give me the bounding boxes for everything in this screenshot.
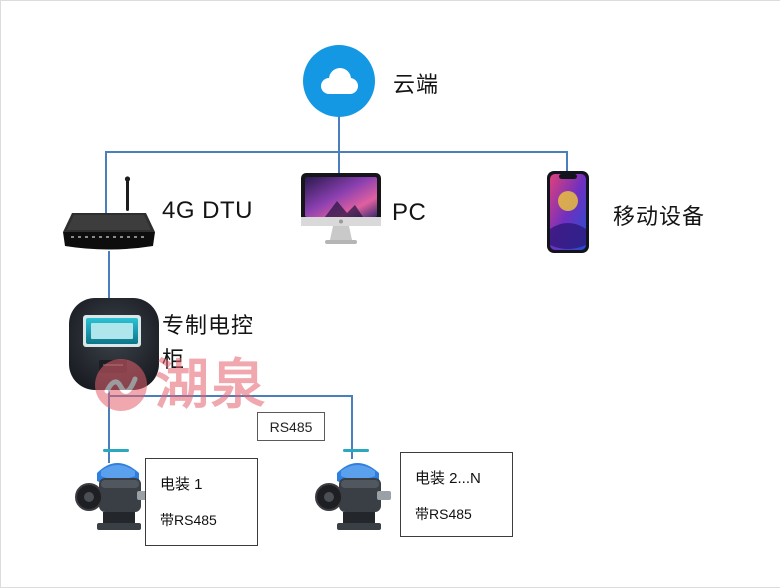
rs485-bus-text: RS485 (269, 418, 313, 435)
mobile-label: 移动设备 (613, 204, 706, 229)
cloud-label: 云端 (393, 72, 440, 97)
pc-icon (299, 173, 383, 251)
actuator1-subtitle: 带RS485 (160, 512, 217, 528)
pc-label: PC (392, 199, 427, 226)
rs485-bus-label: RS485 (257, 412, 325, 441)
cabinet-label: 专制电控柜 (162, 313, 255, 373)
connector-drop-mobile (566, 151, 568, 177)
connector-branch-act2 (351, 395, 353, 459)
cloud-icon (303, 45, 375, 117)
connector-branch (108, 395, 353, 397)
mobile-icon (547, 171, 589, 253)
actuator2-title: 电装 2...N (415, 470, 481, 487)
actuator1-title: 电装 1 (160, 476, 203, 493)
connector-drop-pc (338, 151, 340, 179)
connector-cloud-trunk (338, 115, 340, 153)
actuator2-box: 电装 2...N 带RS485 (400, 452, 513, 537)
connector-drop-dtu (105, 151, 107, 217)
actuator1-box: 电装 1 带RS485 (145, 458, 258, 546)
cabinet-icon (69, 298, 159, 390)
connector-dtu-cabinet (108, 251, 110, 305)
actuator2-subtitle: 带RS485 (415, 506, 472, 522)
connector-cabinet-act1 (108, 387, 110, 463)
dtu-label: 4G DTU (162, 197, 254, 224)
connector-top-bus (105, 151, 568, 153)
actuator1-icon (73, 449, 155, 535)
router-icon (61, 175, 157, 255)
actuator2-icon (313, 449, 395, 535)
